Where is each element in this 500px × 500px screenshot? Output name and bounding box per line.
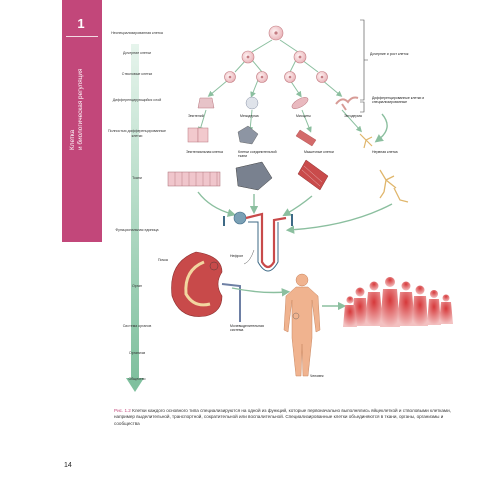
kidney-illustration [171,251,241,322]
figure-caption: Рис. 1.2 Клетки каждого основного типа с… [114,408,454,427]
label-specialized: Дифференцированные клетки и специализиро… [372,96,425,105]
label-kidney: Почка [158,258,168,262]
cell-tree [197,25,359,111]
level-society: Общество [128,377,146,381]
daughter-cells-bracket [360,19,368,101]
division-arrows [197,39,363,133]
figure-caption-text: Клетки каждого основного типа специализи… [114,408,451,426]
mature-cells [187,125,373,149]
label-muscle: Миоциты [296,114,311,118]
label-human: Человек [310,374,324,378]
level-organ: Орган [131,284,142,288]
label-nerve-cell: Нервная клетка [372,150,398,154]
level-organism: Организм [128,351,146,355]
label-excretory-system: Мочевыделительная система [230,324,264,333]
level-arrow [126,44,144,392]
tissue-arrows [197,113,393,234]
nephron-illustration [223,211,293,272]
level-unspecialized: Неспециализированная клетка [111,31,163,35]
label-epithelial-tissue: Эпителиальная клетка [186,150,223,154]
label-muscle-cell: Мышечные клетки [304,150,334,154]
human-figure [283,273,321,377]
figure-ref: Рис. 1.2 [114,408,131,413]
level-differentiating: Дифференцирующийся слой [112,98,162,102]
chapter-number: 1 [77,16,85,31]
tissues [167,159,409,203]
level-daughter: Дочерние клетки [122,51,152,55]
chapter-divider [66,36,98,37]
level-functional-unit: Функциональная единица [115,228,159,232]
level-stem: Стволовые клетки [121,72,153,76]
specialized-bracket [360,101,365,113]
label-connective: Клетки соединительной ткани [238,150,277,159]
level-differentiated: Полностью дифференцированные клетки [107,129,167,138]
label-daughter-cells: Дочерние и рост клеток [370,52,409,56]
organ-arrow [231,287,291,297]
page-number: 14 [64,462,72,469]
label-neuron: Эктодерма [344,114,362,118]
crowd-illustration [343,277,453,327]
label-epithelial: Эпителий [188,114,204,118]
label-nephron: Нефрон [230,254,244,258]
level-organ-system: Система органов [122,324,152,328]
label-mesenchymal: Мезодерма [240,114,259,118]
level-tissue: Ткани [132,176,142,180]
chapter-tab [62,0,102,242]
